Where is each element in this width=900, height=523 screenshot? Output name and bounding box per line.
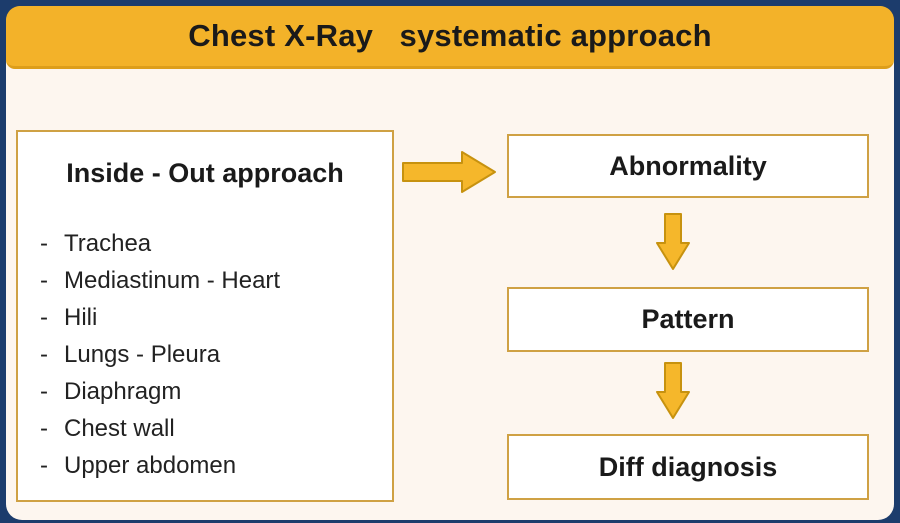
title-banner: Chest X-Ray systematic approach <box>6 6 894 69</box>
list-item-label: Chest wall <box>64 414 175 442</box>
list-item: - Upper abdomen <box>18 447 392 484</box>
flow-step-label: Pattern <box>641 304 735 334</box>
dash-bullet: - <box>40 229 48 257</box>
dash-bullet: - <box>40 451 48 479</box>
dash-bullet: - <box>40 266 48 294</box>
list-item: - Hili <box>18 299 392 336</box>
page-title: Chest X-Ray systematic approach <box>188 18 712 53</box>
inside-out-panel: Inside - Out approach - Trachea - Medias… <box>16 130 394 502</box>
dash-bullet: - <box>40 340 48 368</box>
list-item: - Lungs - Pleura <box>18 336 392 373</box>
list-item: - Chest wall <box>18 410 392 447</box>
list-item-label: Hili <box>64 303 98 331</box>
anatomy-checklist: - Trachea - Mediastinum - Heart - Hili -… <box>18 225 392 484</box>
inside-out-title: Inside - Out approach <box>66 158 344 188</box>
list-item-label: Lungs - Pleura <box>64 340 221 368</box>
flow-step-pattern: Pattern <box>507 287 869 352</box>
dash-bullet: - <box>40 414 48 442</box>
list-item: - Trachea <box>18 225 392 262</box>
flow-step-label: Diff diagnosis <box>598 451 778 482</box>
dash-bullet: - <box>40 303 48 331</box>
flow-step-diff-diagnosis: Diff diagnosis <box>507 434 869 500</box>
list-item-label: Trachea <box>64 229 152 257</box>
arrow-down-icon <box>656 213 690 270</box>
arrow-down-icon <box>656 362 690 419</box>
list-item: - Mediastinum - Heart <box>18 262 392 299</box>
arrow-right-icon <box>402 151 496 193</box>
list-item-label: Upper abdomen <box>64 451 237 479</box>
list-item-label: Diaphragm <box>64 377 182 405</box>
flow-step-label: Abnormality <box>609 150 767 181</box>
dash-bullet: - <box>40 377 48 405</box>
list-item: - Diaphragm <box>18 373 392 410</box>
flow-step-abnormality: Abnormality <box>507 134 869 198</box>
list-item-label: Mediastinum - Heart <box>64 266 281 294</box>
